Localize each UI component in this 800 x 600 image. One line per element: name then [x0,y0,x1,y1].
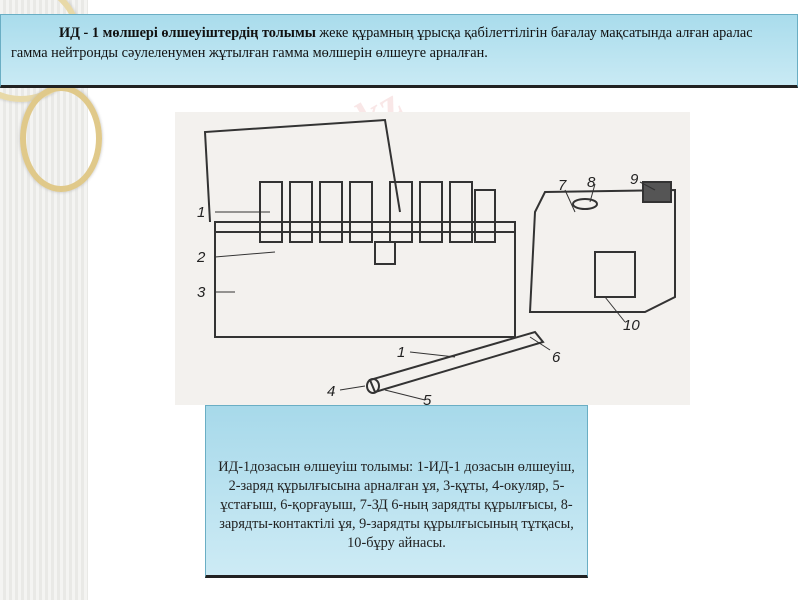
decorative-ring [20,85,102,192]
dosimeter-tubes [259,181,496,243]
figure-label: 1 [397,344,405,361]
header-box: ИД - 1 мөлшері өлшеуіштердің толымы жеке… [0,14,798,88]
case-lid [203,118,401,223]
caption-box: ИД-1дозасын өлшеуіш толымы: 1-ИД-1 дозас… [205,405,588,578]
device-drawing: 1 2 3 7 8 9 10 1 6 4 5 [196,118,676,409]
figure-label: 2 [196,249,206,266]
caption-text: ИД-1дозасын өлшеуіш толымы: 1-ИД-1 дозас… [218,459,575,551]
figure-label: 5 [423,392,432,405]
figure-label: 8 [587,174,596,191]
figure-label: 4 [327,383,335,400]
dosimeter-tube [368,330,545,394]
charger [528,188,676,313]
case-body [214,221,516,338]
figure-label: 7 [558,177,567,194]
figure-label: 3 [197,284,206,301]
figure-label: 1 [197,204,205,221]
figure-label: 6 [552,349,561,366]
charger-knob [642,181,672,203]
header-title-bold: ИД - 1 мөлшері өлшеуіштердің толымы [59,25,316,41]
device-figure: 1 2 3 7 8 9 10 1 6 4 5 [175,112,690,409]
header-title-text: жеке құрамның ұрысқа қабілеттілігін баға… [11,25,753,61]
figure-label: 9 [630,171,639,188]
figure-label: 10 [623,317,640,334]
